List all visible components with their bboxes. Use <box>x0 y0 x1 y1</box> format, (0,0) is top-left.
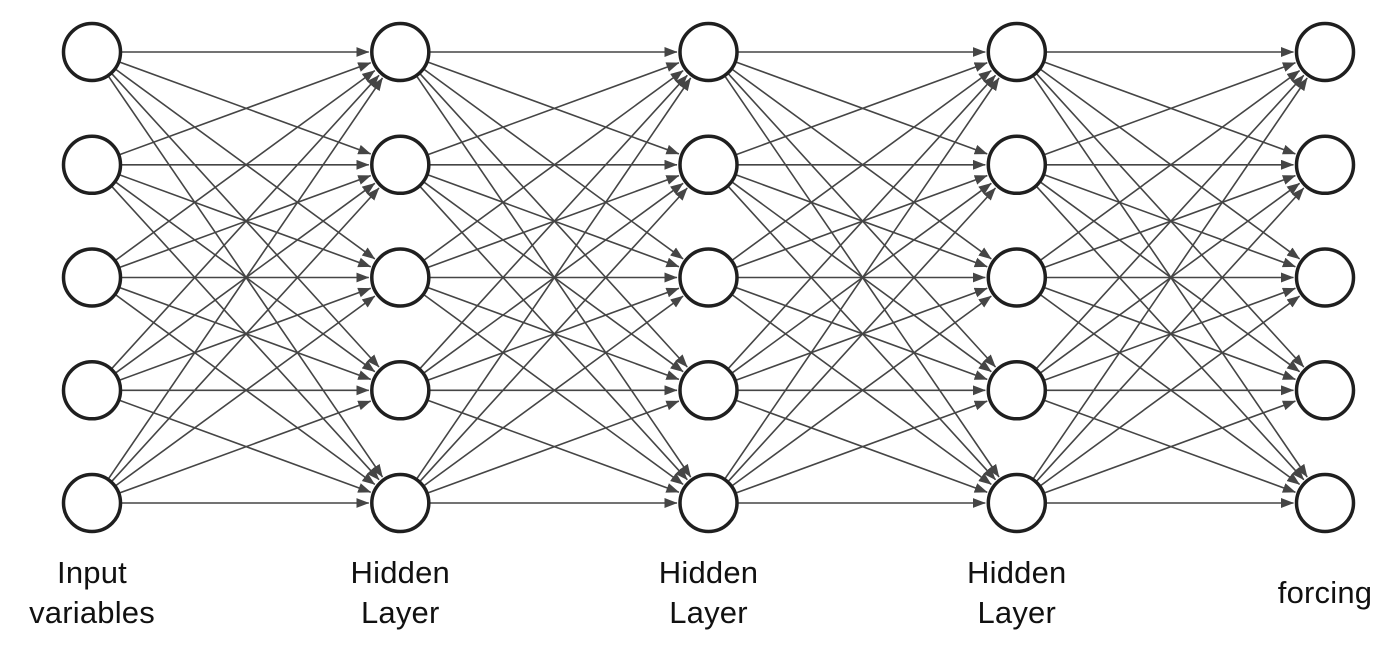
neuron-node-hidden-1-5 <box>370 472 431 534</box>
connection-edge <box>416 77 692 480</box>
neuron-node-hidden-3-1 <box>986 21 1048 83</box>
connection-edge <box>727 74 997 369</box>
connection-edge <box>115 295 376 487</box>
neuron-node-hidden-2-5 <box>678 472 739 534</box>
connection-edge <box>419 74 688 369</box>
neuron-node-input-5 <box>61 472 123 534</box>
neuron-node-hidden-1-1 <box>370 21 431 83</box>
connection-edge <box>111 187 380 482</box>
connection-edge <box>111 74 380 369</box>
neuron-node-hidden-3-5 <box>986 472 1048 534</box>
connection-edge <box>119 62 372 156</box>
neuron-node-hidden-1-4 <box>370 360 431 421</box>
connection-edge <box>107 77 384 480</box>
connection-edge <box>427 400 680 494</box>
neuron-node-hidden-3-4 <box>986 360 1048 421</box>
neuron-node-hidden-3-2 <box>986 134 1048 196</box>
connection-edge <box>1040 295 1301 487</box>
connection-edge <box>115 69 376 261</box>
connection-edge <box>1032 77 1308 480</box>
neuron-node-output-1 <box>1294 21 1356 83</box>
neuron-node-hidden-3-3 <box>986 247 1048 308</box>
neuron-node-hidden-2-3 <box>678 247 739 308</box>
neuron-node-hidden-1-3 <box>370 247 431 308</box>
neuron-node-hidden-2-2 <box>678 134 739 196</box>
neuron-node-output-3 <box>1294 247 1356 308</box>
neuron-node-input-2 <box>61 134 123 196</box>
neuron-node-output-4 <box>1294 360 1356 421</box>
neuron-node-input-3 <box>61 247 123 308</box>
connection-edges <box>107 47 1308 508</box>
connection-edge <box>727 187 997 482</box>
connection-edge <box>724 77 1000 480</box>
neuron-node-hidden-2-4 <box>678 360 739 421</box>
connection-edge <box>1044 400 1296 494</box>
neuron-node-hidden-1-2 <box>370 134 431 196</box>
neuron-node-input-4 <box>61 360 123 421</box>
neuron-node-output-2 <box>1294 134 1356 196</box>
connection-edge <box>419 187 688 482</box>
connection-edge <box>1036 74 1305 369</box>
connection-edge <box>731 69 992 261</box>
neuron-node-input-1 <box>61 21 123 83</box>
connection-edge <box>735 400 988 494</box>
neuron-nodes <box>61 21 1356 534</box>
connection-edge <box>427 62 680 156</box>
neuron-node-output-5 <box>1294 472 1356 534</box>
connection-edge <box>423 295 684 487</box>
connection-edge <box>1040 69 1301 261</box>
connection-edge <box>731 295 992 487</box>
connection-edge <box>119 400 372 494</box>
connection-edge <box>735 62 988 156</box>
connection-edge <box>1044 62 1296 156</box>
connection-edge <box>423 69 684 261</box>
connection-edge <box>1036 187 1305 482</box>
neuron-node-hidden-2-1 <box>678 21 739 83</box>
